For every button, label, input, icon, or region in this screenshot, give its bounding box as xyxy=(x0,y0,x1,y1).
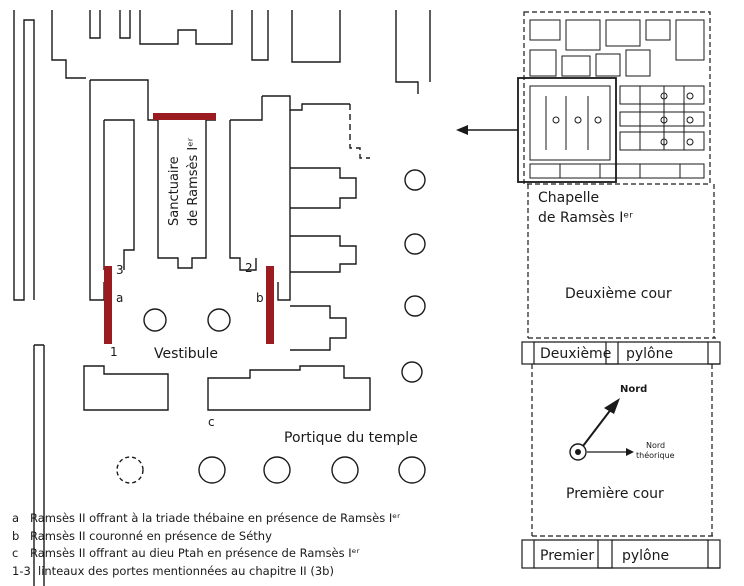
vestibule-label: Vestibule xyxy=(154,346,218,362)
chamber-3 xyxy=(290,305,347,351)
compass xyxy=(569,398,634,461)
column xyxy=(143,308,167,332)
north-arrow-head xyxy=(604,398,620,414)
column xyxy=(198,456,226,484)
scene-marker-c: c xyxy=(208,415,215,429)
legend: a Ramsès II offrant à la triade thébaine … xyxy=(12,510,512,580)
legend-item: a Ramsès II offrant à la triade thébaine … xyxy=(12,510,512,528)
legend-text: linteaux des portes mentionnées au chapi… xyxy=(38,563,334,578)
front-wall-left xyxy=(83,365,169,411)
nord-theorique-label-line2: théorique xyxy=(636,450,675,460)
door-marker-1: 1 xyxy=(110,345,118,359)
legend-key: 1-3 xyxy=(12,563,31,578)
outer-wall-left xyxy=(13,10,35,301)
pylon-block xyxy=(597,539,613,569)
legend-key: b xyxy=(12,528,20,543)
overview-pillars xyxy=(552,92,694,146)
column xyxy=(398,456,426,484)
scene-a-bar xyxy=(104,266,112,344)
first-pylon-outline xyxy=(534,539,720,569)
detailed-plan-walls xyxy=(13,10,431,586)
right-dashed-wall xyxy=(349,104,370,159)
pylon-block xyxy=(521,539,535,569)
legend-text: Ramsès II offrant à la triade thébaine e… xyxy=(30,511,401,525)
legend-item: b Ramsès II couronné en présence de Séthy xyxy=(12,528,512,546)
sanctuary-lintel-bar xyxy=(153,113,216,120)
upper-block-c xyxy=(251,10,269,61)
legend-text: Ramsès II couronné en présence de Séthy xyxy=(30,528,272,543)
sanctuary-walls xyxy=(147,96,216,269)
legend-key: c xyxy=(12,546,19,560)
premier-pylone-right-label: pylône xyxy=(622,548,669,564)
column xyxy=(331,456,359,484)
compass-ring xyxy=(569,443,587,461)
sanctuary-label-line2: de Ramsès Iᵉʳ xyxy=(186,137,201,226)
deuxieme-pylone-right-label: pylône xyxy=(626,346,673,362)
premiere-cour-label: Première cour xyxy=(566,486,664,502)
overview-labels: Chapelle de Ramsès Iᵉʳ Deuxième cour Deu… xyxy=(538,190,675,564)
first-court-outline xyxy=(531,364,716,537)
outer-wall-left-lower xyxy=(33,344,45,586)
deuxieme-cour-label: Deuxième cour xyxy=(565,286,672,302)
column xyxy=(207,308,231,332)
pointer-arrow xyxy=(456,125,518,135)
pylon-block xyxy=(707,539,721,569)
deuxieme-pylone-left-label: Deuxième xyxy=(540,346,611,362)
highlighted-scenes xyxy=(104,113,274,344)
legend-item: 1-3 linteaux des portes mentionnées au ch… xyxy=(12,563,512,581)
nord-label: Nord xyxy=(620,384,647,395)
chamber-1 xyxy=(290,167,357,209)
door-marker-2: 2 xyxy=(245,261,253,275)
upper-block-left xyxy=(51,10,86,79)
north-arrow-shaft xyxy=(582,407,613,447)
upper-block-b xyxy=(139,10,233,45)
scene-b-bar xyxy=(266,266,274,344)
column xyxy=(404,233,426,255)
scene-marker-b: b xyxy=(256,291,264,305)
pylon-block xyxy=(521,341,535,365)
column xyxy=(401,361,423,383)
scene-marker-a: a xyxy=(116,291,123,305)
plan-labels: Sanctuaire de Ramsès Iᵉʳ Vestibule Porti… xyxy=(110,137,418,446)
right-sanctuary-wall xyxy=(229,96,263,271)
legend-item: c Ramsès II offrant au dieu Ptah en prése… xyxy=(12,545,512,563)
front-wall-right xyxy=(207,365,371,411)
column-restored xyxy=(116,456,144,484)
portique-label: Portique du temple xyxy=(284,430,418,446)
chapelle-label-line2: de Ramsès Iᵉʳ xyxy=(538,210,633,226)
overview-highlight-frame xyxy=(517,77,617,183)
compass-center xyxy=(575,449,581,455)
columns xyxy=(116,169,426,484)
chamber-2 xyxy=(290,235,357,273)
overview-plan xyxy=(517,11,721,569)
nord-theorique-label-line1: Nord xyxy=(646,441,665,450)
theoretical-north-head xyxy=(626,448,634,456)
second-court-outline xyxy=(527,184,716,339)
premier-pylone-left-label: Premier xyxy=(540,548,594,564)
column xyxy=(263,456,291,484)
right-inner-wall xyxy=(277,110,291,301)
upper-block-e xyxy=(395,10,431,94)
column xyxy=(404,295,426,317)
overview-rooms xyxy=(529,19,705,179)
pylon-block xyxy=(707,341,721,365)
chapelle-label-line1: Chapelle xyxy=(538,190,599,206)
upper-block-d xyxy=(291,10,341,63)
legend-key: a xyxy=(12,511,20,525)
door-marker-3: 3 xyxy=(116,263,124,277)
overview-sanctuary-zone xyxy=(523,11,711,185)
upper-block-a xyxy=(89,10,131,39)
upper-right-wall xyxy=(262,95,350,111)
second-pylon-outline xyxy=(534,341,720,365)
legend-text: Ramsès II offrant au dieu Ptah en présen… xyxy=(30,546,360,560)
column xyxy=(404,169,426,191)
left-niche xyxy=(103,119,135,270)
sanctuary-label-line1: Sanctuaire xyxy=(167,156,182,226)
